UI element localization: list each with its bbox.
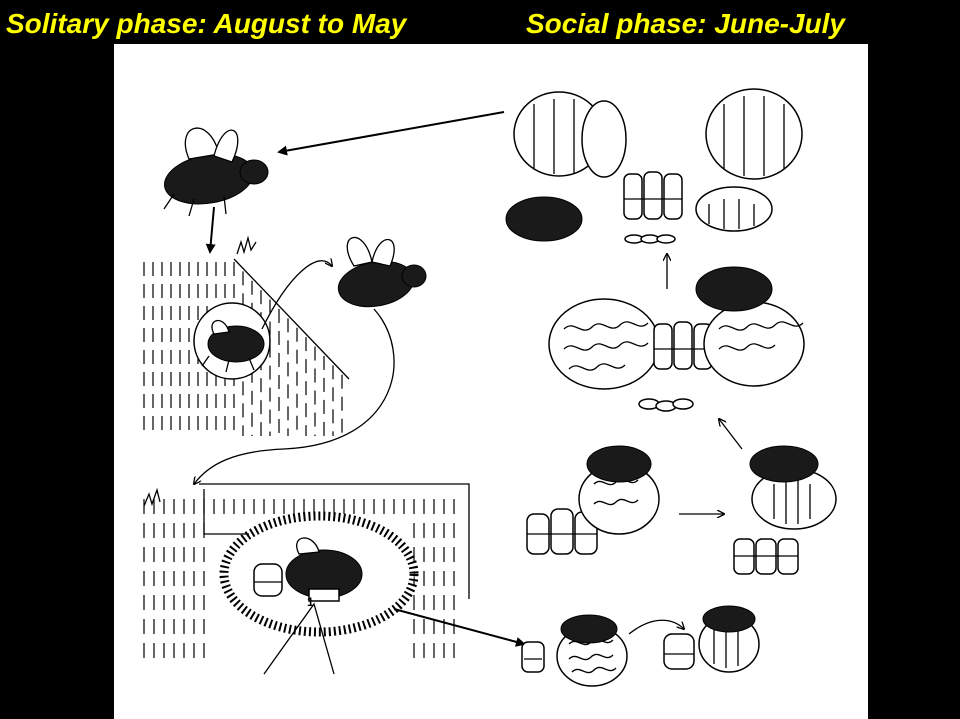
nest-marker-label: 1: [307, 595, 314, 609]
arrow-queen-to-hibernation: [210, 207, 214, 252]
arrow-brood-development: [629, 620, 684, 634]
hibernating-queen-inset: [194, 303, 270, 379]
first-brood-clump: [522, 615, 627, 686]
life-cycle-illustration: 1: [114, 44, 868, 719]
growing-colony-left: [527, 446, 659, 554]
solitary-phase-title: Solitary phase: August to May: [6, 8, 406, 40]
developing-brood-clump: [664, 606, 759, 672]
arrow-nest-to-queen: [279, 112, 504, 152]
growing-colony-right: [734, 446, 836, 574]
arrow-to-mature-colony: [719, 419, 742, 449]
mature-colony-comb: [549, 267, 804, 411]
social-phase-title: Social phase: June-July: [526, 8, 845, 40]
flying-queen-bee: [161, 128, 268, 216]
emerging-queen-bee: [335, 237, 426, 312]
reproductive-colony: [506, 89, 802, 243]
life-cycle-drawing: 1: [114, 44, 868, 719]
